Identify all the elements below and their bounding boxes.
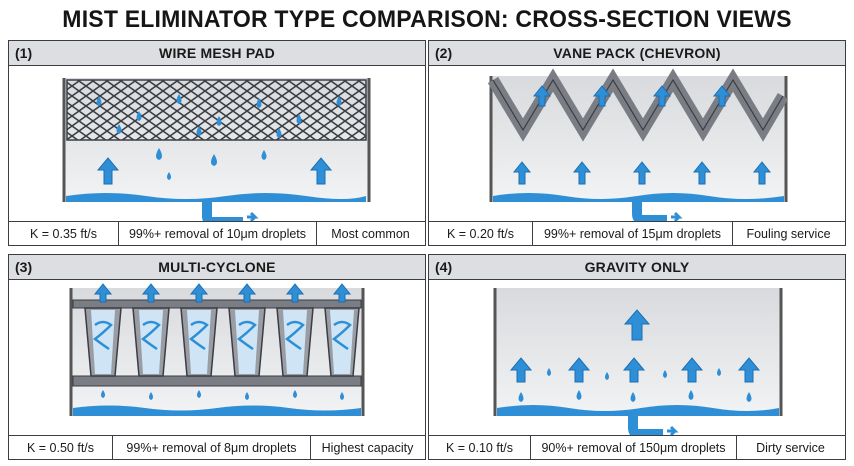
panel-header: (3) MULTI-CYCLONE: [9, 255, 425, 280]
panel-footer: K = 0.50 ft/s 99%+ removal of 8μm drople…: [9, 435, 425, 459]
panel-wire-mesh-pad: (1) WIRE MESH PAD: [8, 40, 426, 246]
liquid-level: [493, 193, 784, 202]
panel-multi-cyclone: (3) MULTI-CYCLONE: [8, 254, 426, 460]
gravity-svg: [493, 288, 783, 436]
panel-footer: K = 0.20 ft/s 99%+ removal of 15μm dropl…: [429, 221, 845, 245]
multi-cyclone-svg: [69, 283, 365, 416]
droplet-icon: [101, 390, 344, 400]
panel-gravity-only: (4) GRAVITY ONLY: [428, 254, 846, 460]
gravity-diagram: [429, 280, 845, 436]
service-note: Dirty service: [756, 440, 825, 455]
panel-footer: K = 0.35 ft/s 99%+ removal of 10μm dropl…: [9, 221, 425, 245]
vessel-wall: [62, 78, 371, 202]
arrow-up-icon: [96, 157, 333, 185]
panel-vane-pack: (2) VANE PACK (CHEVRON) K = 0.20 ft/s 99…: [428, 40, 846, 246]
vessel-wall: [493, 288, 783, 416]
panel-title: VANE PACK (CHEVRON): [553, 45, 721, 61]
arrow-up-icon: [512, 85, 772, 185]
arrow-up-icon: [93, 283, 352, 303]
liquid-level: [66, 193, 366, 202]
droplet-icon: [518, 368, 752, 402]
panel-number: (3): [15, 259, 33, 275]
removal-efficiency: 99%+ removal of 10μm droplets: [119, 222, 317, 245]
cyclone-tube-icon: [84, 307, 360, 377]
liquid-level: [73, 405, 361, 416]
panel-header: (1) WIRE MESH PAD: [9, 41, 425, 66]
swirl-arrow-icon: [92, 320, 352, 351]
panel-title: MULTI-CYCLONE: [158, 259, 276, 275]
service-note: Most common: [331, 226, 410, 241]
panel-title: GRAVITY ONLY: [584, 259, 690, 275]
vessel-wall: [489, 76, 788, 202]
vane-pack-svg: [487, 68, 789, 222]
service-note: Highest capacity: [321, 440, 414, 455]
drain-pipe-icon: [202, 202, 243, 222]
vessel-interior: [495, 288, 781, 416]
vessel-wall: [69, 288, 365, 416]
vane-pack-diagram: [429, 66, 845, 222]
removal-efficiency: 99%+ removal of 8μm droplets: [113, 436, 311, 459]
multi-cyclone-diagram: [9, 280, 425, 436]
arrow-up-icon: [509, 309, 761, 383]
panel-header: (2) VANE PACK (CHEVRON): [429, 41, 845, 66]
panel-header: (4) GRAVITY ONLY: [429, 255, 845, 280]
removal-efficiency: 99%+ removal of 15μm droplets: [533, 222, 733, 245]
k-value: K = 0.50 ft/s: [9, 436, 113, 459]
k-value: K = 0.10 ft/s: [429, 436, 531, 459]
drain-pipe-icon: [632, 202, 667, 222]
liquid-level: [497, 405, 779, 416]
panel-number: (2): [435, 45, 453, 61]
panel-number: (1): [15, 45, 33, 61]
service-note: Fouling service: [746, 226, 831, 241]
wire-mesh-diagram: [9, 66, 425, 222]
drain-pipe-icon: [628, 416, 663, 436]
k-value: K = 0.20 ft/s: [429, 222, 533, 245]
panel-number: (4): [435, 259, 453, 275]
wire-mesh-svg: [62, 78, 371, 222]
wire-mesh-icon: [66, 79, 367, 141]
removal-efficiency: 90%+ removal of 150μm droplets: [531, 436, 737, 459]
droplet-icon: [96, 94, 342, 180]
panel-footer: K = 0.10 ft/s 90%+ removal of 150μm drop…: [429, 435, 845, 459]
panel-title: WIRE MESH PAD: [159, 45, 275, 61]
k-value: K = 0.35 ft/s: [9, 222, 119, 245]
page-title: MIST ELIMINATOR TYPE COMPARISON: CROSS-S…: [62, 6, 792, 33]
